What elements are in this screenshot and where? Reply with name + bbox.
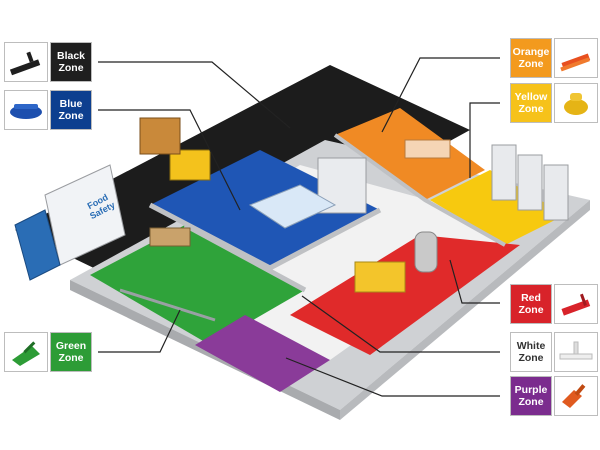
- legend-yellow: Yellow Zone: [510, 83, 598, 123]
- zone-box-yellow: Yellow Zone: [510, 83, 552, 123]
- broom-icon: [12, 341, 40, 366]
- brush-icon: [561, 293, 591, 316]
- legend-orange: Orange Zone: [510, 38, 598, 78]
- zone-box-black: Black Zone: [50, 42, 92, 82]
- forklift: [169, 149, 211, 181]
- zone-box-red: Red Zone: [510, 284, 552, 324]
- truck-body: [44, 164, 126, 266]
- purple-zone-floor: [195, 315, 330, 392]
- tool-brush-orange: [554, 38, 598, 78]
- building-wall-side: [340, 200, 590, 420]
- zone-box-blue: Blue Zone: [50, 90, 92, 130]
- squeegee-icon: [559, 341, 593, 360]
- leader-line-black: [98, 61, 291, 129]
- locker: [517, 154, 543, 211]
- zone-box-green: Green Zone: [50, 332, 92, 372]
- locker: [543, 164, 569, 221]
- forklift-crate: [139, 117, 181, 155]
- yellow-zone-floor: [430, 170, 565, 245]
- scrub-brush-icon: [564, 93, 588, 115]
- pallet-stack: [149, 227, 191, 247]
- legend-white: White Zone: [510, 332, 598, 372]
- leader-line-yellow: [469, 102, 500, 178]
- leader-line-white: [301, 295, 500, 353]
- leader-line-green: [98, 309, 181, 353]
- tool-scrub-brush-blue: [4, 90, 48, 130]
- processing-machine: [354, 261, 406, 293]
- partition-wall: [183, 222, 307, 293]
- conveyor: [119, 288, 216, 322]
- legend-blue: Blue Zone: [4, 90, 92, 130]
- tool-brush-red: [554, 284, 598, 324]
- scrub-brush-icon: [10, 104, 42, 119]
- truck-cab: [14, 209, 61, 281]
- tool-scrub-brush-yellow: [554, 83, 598, 123]
- leader-line-blue: [98, 109, 241, 211]
- zone-box-orange: Orange Zone: [510, 38, 552, 78]
- leader-line-orange: [381, 57, 500, 133]
- leader-line-purple: [285, 357, 500, 397]
- tool-brush-black: [4, 42, 48, 82]
- canteen-table: [404, 139, 451, 159]
- zone-box-white: White Zone: [510, 332, 552, 372]
- processing-tank: [414, 231, 438, 273]
- green-zone-floor: [90, 225, 305, 345]
- scoop-icon: [562, 384, 586, 408]
- tool-squeegee-white: [554, 332, 598, 372]
- prep-table: [248, 184, 337, 229]
- legend-red: Red Zone: [510, 284, 598, 324]
- tool-broom-green: [4, 332, 48, 372]
- legend-green: Green Zone: [4, 332, 92, 372]
- tool-scoop-purple: [554, 376, 598, 416]
- partition-wall: [333, 133, 506, 247]
- zone-box-purple: Purple Zone: [510, 376, 552, 416]
- legend-purple: Purple Zone: [510, 376, 598, 416]
- leader-line-red: [449, 259, 500, 304]
- legend-black: Black Zone: [4, 42, 92, 82]
- brush-icon: [560, 53, 591, 72]
- brush-icon: [9, 51, 41, 76]
- locker: [491, 144, 517, 201]
- red-zone-floor: [290, 235, 520, 355]
